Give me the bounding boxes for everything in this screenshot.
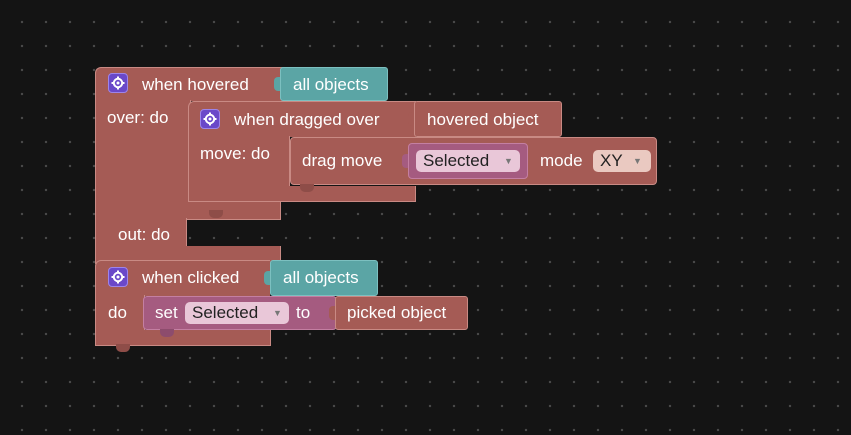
set-variable-value: Selected <box>192 303 259 322</box>
when-dragged-over-spine <box>188 136 290 188</box>
drag-target-label: hovered object <box>427 110 539 129</box>
when-dragged-over-bottom <box>188 186 416 202</box>
set-label: set <box>155 303 178 322</box>
gear-icon-glyph <box>111 270 125 284</box>
when-clicked-label: when clicked <box>142 268 240 287</box>
over-do-label: over: do <box>107 108 169 127</box>
drag-move-label: drag move <box>302 151 383 170</box>
picked-object-connector <box>329 306 335 320</box>
drag-move-mode-value: XY <box>600 151 623 170</box>
set-variable-notch <box>160 329 174 337</box>
gear-icon-glyph <box>111 76 125 90</box>
when-clicked-notch <box>116 344 130 352</box>
set-variable-dropdown[interactable]: Selected ▼ <box>185 302 289 324</box>
picked-object-label: picked object <box>347 303 447 322</box>
drag-move-object-value: Selected <box>423 151 490 170</box>
when-hovered-out-band <box>95 218 187 250</box>
hover-target-connector <box>274 77 280 91</box>
gear-icon-glyph <box>203 112 217 126</box>
click-target-block[interactable] <box>270 260 378 296</box>
hover-target-label: all objects <box>293 75 369 94</box>
drag-move-mode-dropdown[interactable]: XY ▼ <box>593 150 651 172</box>
when-dragged-over-label: when dragged over <box>234 110 380 129</box>
gear-icon[interactable] <box>200 109 220 129</box>
to-label: to <box>296 303 311 322</box>
gear-icon[interactable] <box>108 267 128 287</box>
when-hovered-label: when hovered <box>142 75 249 94</box>
when-dragged-over-header[interactable] <box>188 101 416 137</box>
drag-target-block[interactable] <box>414 101 562 137</box>
picked-object-block[interactable] <box>335 296 468 330</box>
when-clicked-bottom <box>95 330 271 346</box>
when-hovered-spine <box>95 100 191 210</box>
move-do-label: move: do <box>200 144 270 163</box>
chevron-down-icon: ▼ <box>273 308 282 318</box>
hover-target-block[interactable] <box>280 67 388 101</box>
drag-move-object-connector <box>402 154 408 168</box>
chevron-down-icon: ▼ <box>504 156 513 166</box>
click-target-connector <box>264 271 270 285</box>
click-do-label: do <box>108 303 127 322</box>
drag-move-object-dropdown[interactable]: Selected ▼ <box>416 150 520 172</box>
drag-move-mode-label: mode <box>540 151 583 170</box>
when-hovered-over-arm <box>95 200 281 220</box>
chevron-down-icon: ▼ <box>633 156 642 166</box>
hover-over-notch <box>209 210 223 218</box>
drag-move-notch <box>300 184 314 192</box>
gear-icon[interactable] <box>108 73 128 93</box>
out-do-label: out: do <box>118 225 170 244</box>
drag-target-connector <box>408 112 414 126</box>
click-target-label: all objects <box>283 268 359 287</box>
